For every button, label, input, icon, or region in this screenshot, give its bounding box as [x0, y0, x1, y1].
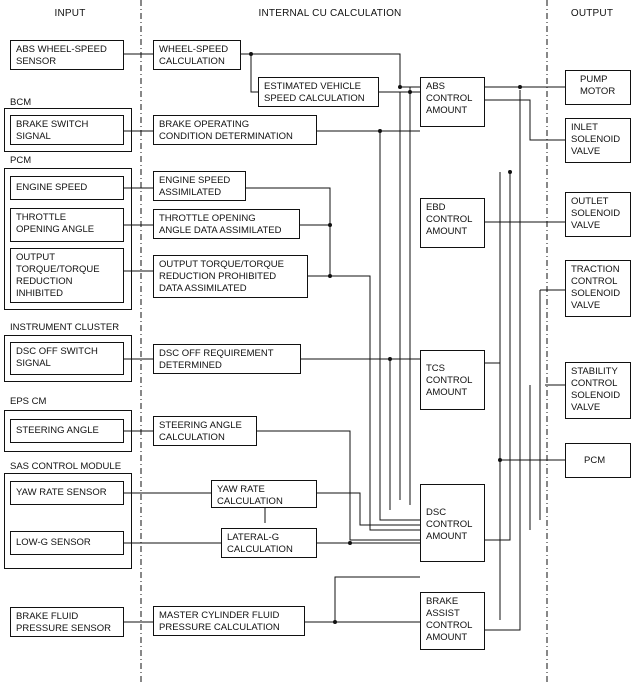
- junction-dot: [249, 52, 253, 56]
- junction-dot: [333, 620, 337, 624]
- header-calc: INTERNAL CU CALCULATION: [258, 8, 402, 19]
- calc-estimated-vehicle-speed: ESTIMATED VEHICLE SPEED CALCULATION: [258, 77, 379, 107]
- group-label-eps-cm: EPS CM: [10, 396, 47, 407]
- junction-dot: [398, 85, 402, 89]
- group-label-pcm: PCM: [10, 155, 32, 166]
- junction-dot: [388, 357, 392, 361]
- input-yaw-rate-sensor: YAW RATE SENSOR: [10, 481, 124, 505]
- control-tcs: TCS CONTROL AMOUNT: [420, 350, 485, 410]
- input-brake-switch-signal: BRAKE SWITCH SIGNAL: [10, 115, 124, 145]
- control-dsc: DSC CONTROL AMOUNT: [420, 484, 485, 562]
- group-frame-bcm: [4, 108, 132, 152]
- output-traction-solenoid: TRACTION CONTROL SOLENOID VALVE: [565, 260, 631, 317]
- calc-wheel-speed: WHEEL-SPEED CALCULATION: [153, 40, 241, 70]
- input-engine-speed: ENGINE SPEED: [10, 176, 124, 200]
- output-outlet-solenoid: OUTLET SOLENOID VALVE: [565, 192, 631, 237]
- input-abs-wheel-speed-sensor: ABS WHEEL-SPEED SENSOR: [10, 40, 124, 70]
- calc-lateral-g: LATERAL-G CALCULATION: [221, 528, 317, 558]
- junction-dot: [508, 170, 512, 174]
- input-output-torque: OUTPUT TORQUE/TORQUE REDUCTION INHIBITED: [10, 248, 124, 303]
- group-label-bcm: BCM: [10, 97, 32, 108]
- junction-dot: [378, 129, 382, 133]
- junction-dot: [518, 85, 522, 89]
- header-input: INPUT: [54, 8, 86, 19]
- control-ebd: EBD CONTROL AMOUNT: [420, 198, 485, 248]
- calc-dsc-off-requirement: DSC OFF REQUIREMENT DETERMINED: [153, 344, 301, 374]
- control-abs: ABS CONTROL AMOUNT: [420, 77, 485, 127]
- input-dsc-off-switch: DSC OFF SWITCH SIGNAL: [10, 342, 124, 375]
- calc-brake-operating: BRAKE OPERATING CONDITION DETERMINATION: [153, 115, 317, 145]
- output-pump-motor: PUMP MOTOR: [565, 70, 631, 105]
- junction-dot: [408, 90, 412, 94]
- calc-master-cylinder: MASTER CYLINDER FLUID PRESSURE CALCULATI…: [153, 606, 305, 636]
- group-frame-eps-cm: [4, 410, 132, 452]
- calc-engine-speed-assimilated: ENGINE SPEED ASSIMILATED: [153, 171, 246, 201]
- group-frame-instrument-cluster: [4, 335, 132, 382]
- calc-steering-angle: STEERING ANGLE CALCULATION: [153, 416, 257, 446]
- junction-dot: [328, 223, 332, 227]
- input-low-g-sensor: LOW-G SENSOR: [10, 531, 124, 555]
- junction-dot: [348, 541, 352, 545]
- calc-yaw-rate: YAW RATE CALCULATION: [211, 480, 317, 508]
- input-brake-fluid-pressure: BRAKE FLUID PRESSURE SENSOR: [10, 607, 124, 637]
- input-steering-angle: STEERING ANGLE: [10, 419, 124, 443]
- output-inlet-solenoid: INLET SOLENOID VALVE: [565, 118, 631, 163]
- input-throttle-opening-angle: THROTTLE OPENING ANGLE: [10, 208, 124, 242]
- junction-dot: [328, 274, 332, 278]
- group-label-instrument-cluster: INSTRUMENT CLUSTER: [10, 322, 120, 333]
- calc-torque-assimilated: OUTPUT TORQUE/TORQUE REDUCTION PROHIBITE…: [153, 255, 308, 298]
- header-output: OUTPUT: [570, 8, 614, 19]
- output-stability-solenoid: STABILITY CONTROL SOLENOID VALVE: [565, 362, 631, 419]
- control-brake-assist: BRAKE ASSIST CONTROL AMOUNT: [420, 592, 485, 650]
- group-label-sas: SAS CONTROL MODULE: [10, 461, 122, 472]
- output-pcm: PCM: [565, 443, 631, 478]
- junction-dot: [498, 458, 502, 462]
- group-frame-sas: [4, 473, 132, 569]
- calc-throttle-assimilated: THROTTLE OPENING ANGLE DATA ASSIMILATED: [153, 209, 300, 239]
- group-frame-pcm: [4, 168, 132, 310]
